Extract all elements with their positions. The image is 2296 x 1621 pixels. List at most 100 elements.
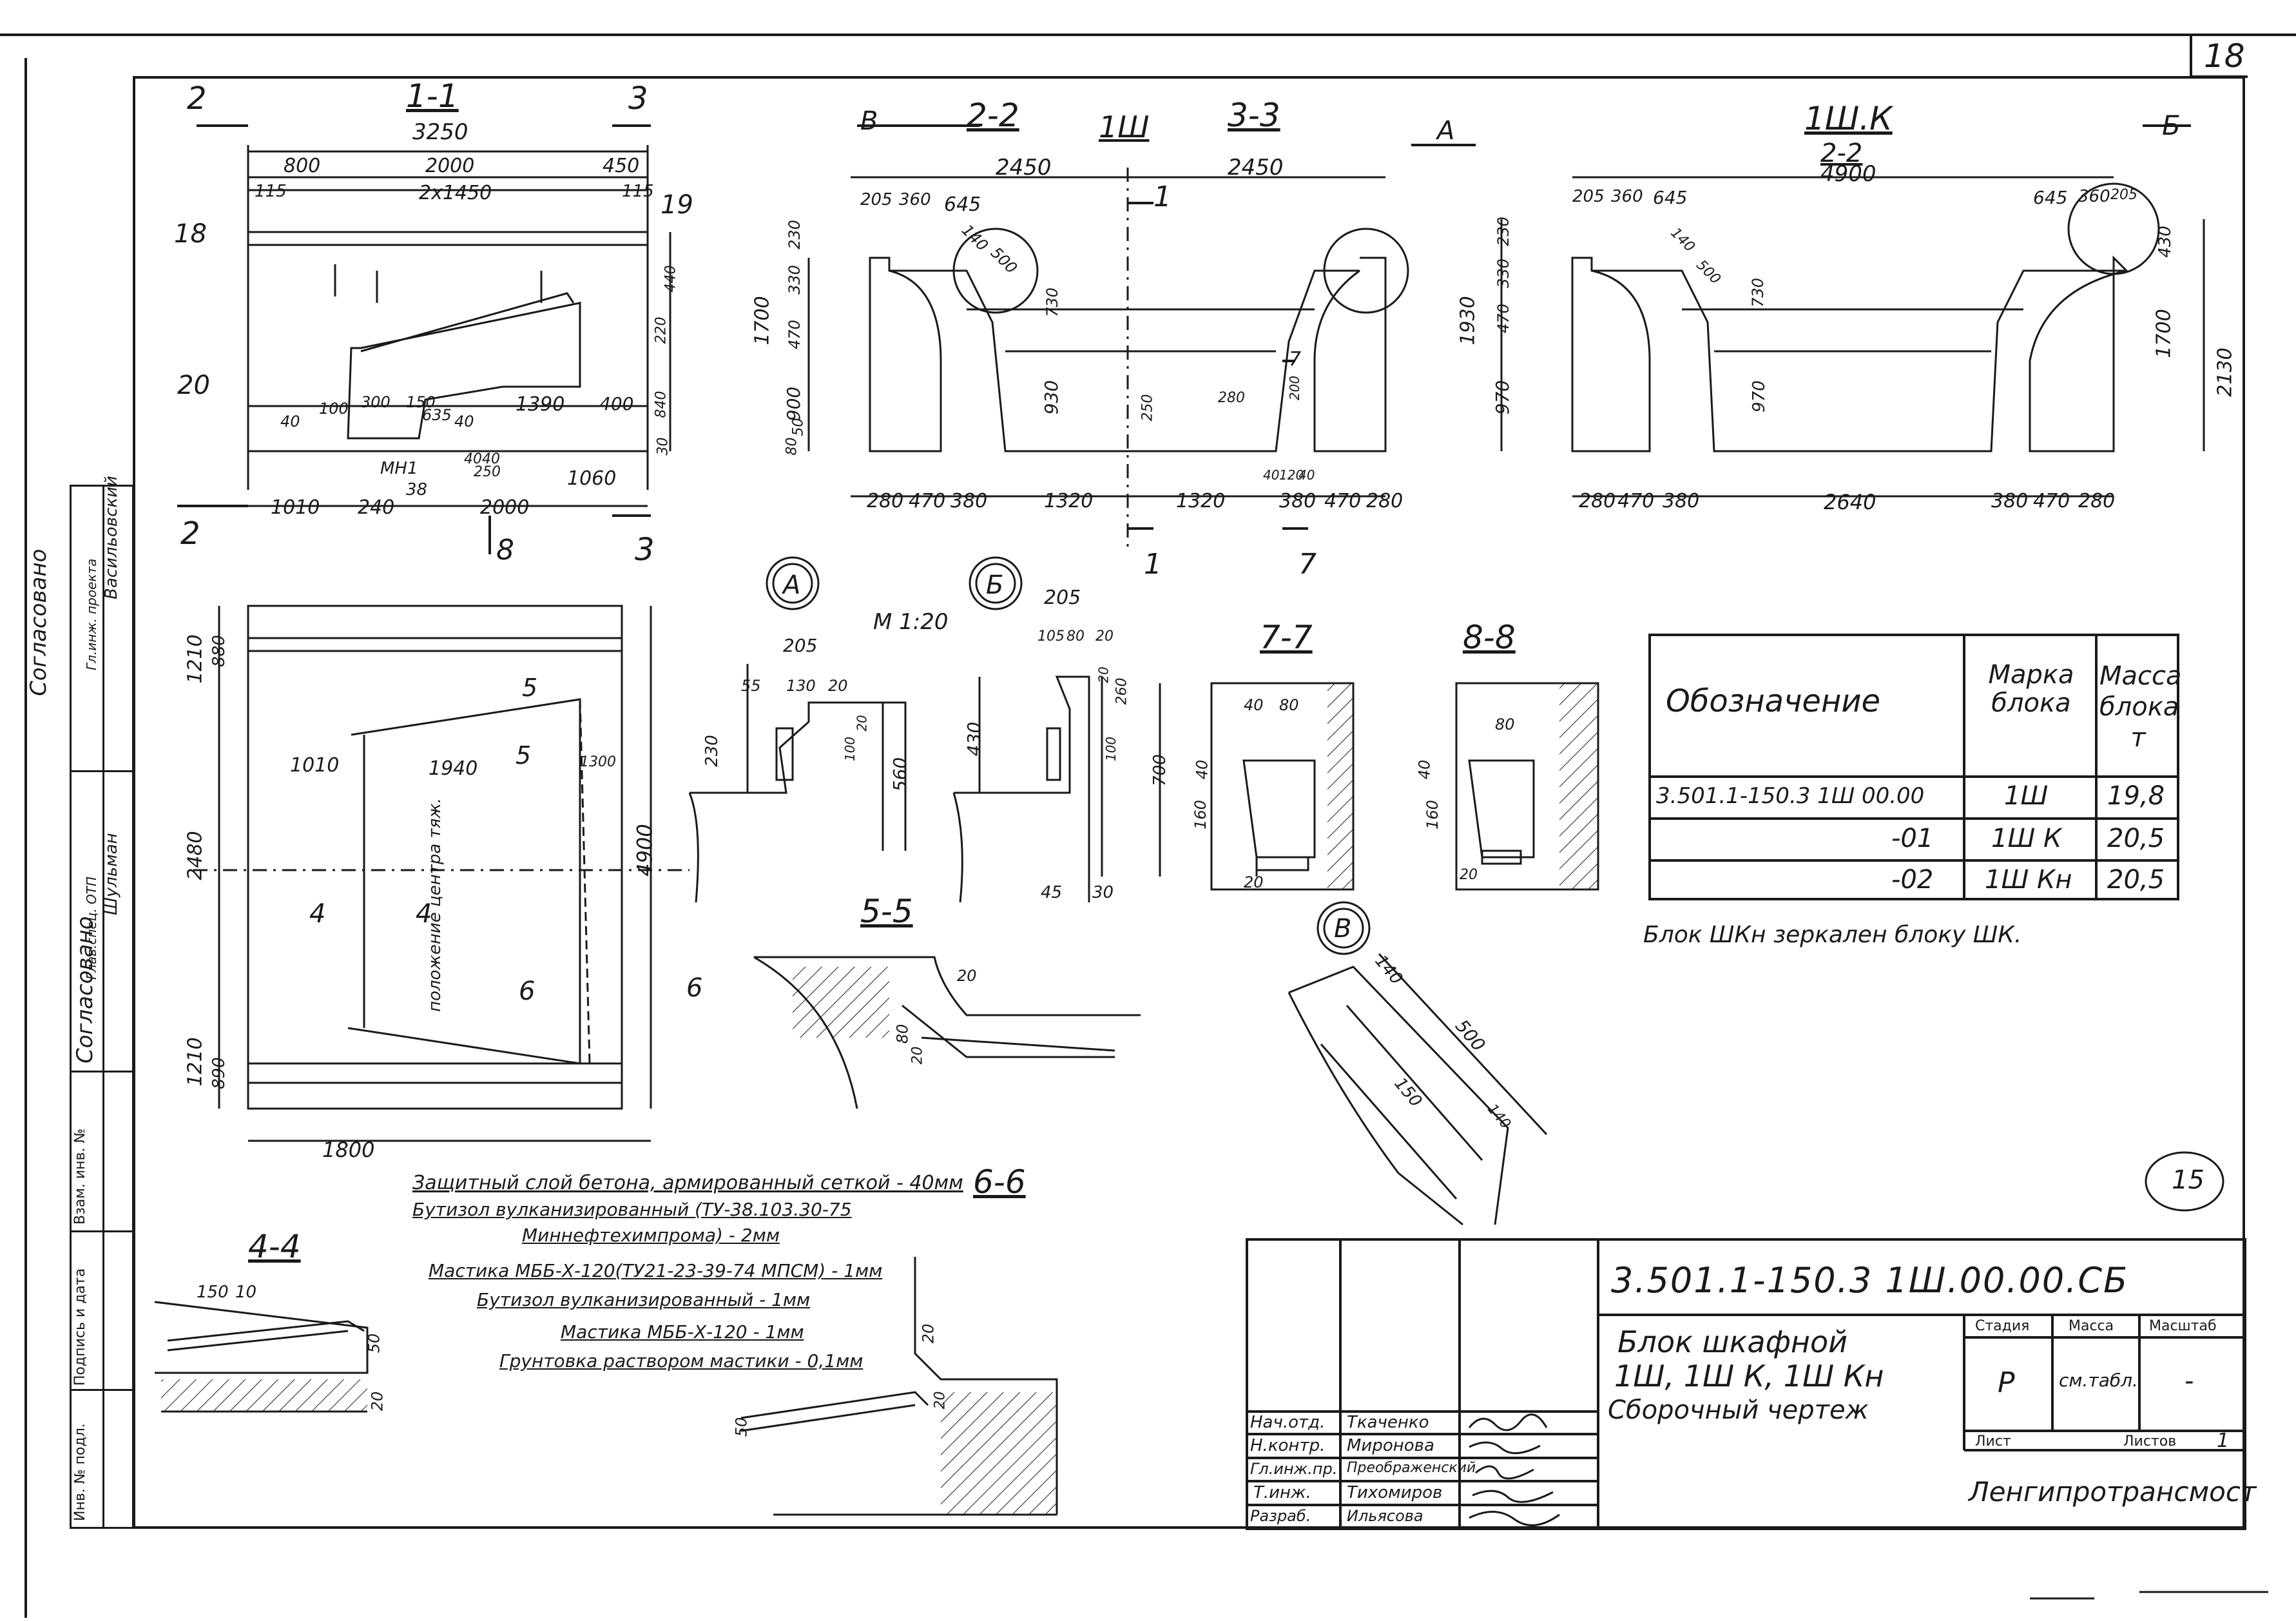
callout-a: А [1437,116,1455,146]
title-line-2: 1Ш, 1Ш К, 1Ш Кн [1614,1359,1884,1393]
section-7-7-title: 7-7 [1260,619,1313,656]
sheets-value: 1 [2217,1430,2230,1452]
detail-b-dim-260: 260 [1114,677,1130,705]
dim-900: 900 [783,386,805,422]
shk-dim-430: 430 [2155,226,2175,258]
organization: Ленгипротрансмост [1969,1476,2257,1508]
dim-250: 250 [474,464,501,480]
mass-label: Масса [2069,1318,2114,1334]
plan-cut-6-inner: 6 [519,976,535,1006]
shk-dim-b-380-l: 380 [1663,490,1700,512]
detail-b-callout: Б [986,570,1004,600]
signer-3-name: Преображенский [1347,1460,1476,1476]
spec-table-frame [1648,634,2179,900]
dim-115-right: 115 [622,182,654,201]
section-1shk-title: 1Ш.К [1804,100,1893,137]
detail-b-dim-105: 105 [1037,628,1065,645]
sheet-number: 18 [2204,37,2245,75]
spec-header-mark: Марка блока [1988,660,2074,718]
shk-dim-2130: 2130 [2214,347,2237,397]
sheet-label: Лист [1975,1433,2011,1450]
spec-row-2-mark: 1Ш К [1991,824,2062,853]
shk-dim-205-r: 205 [2110,187,2137,203]
dim-2000-top: 2000 [425,155,475,177]
dim-150: 150 [406,393,436,411]
dim-b-280-2: 280 [1366,490,1404,512]
spec-row-3-mass: 20,5 [2107,865,2165,895]
dim-220-right: 220 [653,316,670,344]
stage-value: Р [1998,1366,2015,1399]
plan-cut-4-left: 4 [309,899,326,929]
spec-note: Блок ШКн зеркален блоку ШК. [1643,922,2022,948]
dim-800: 800 [284,155,321,177]
shk-dim-b-280-r: 280 [2078,490,2116,512]
s55-dim-80: 80 [893,1024,912,1044]
position-18: 18 [174,219,207,249]
detail-a-dim-130: 130 [786,677,816,695]
dim-b-280-1: 280 [867,490,904,512]
dim-b-380-1: 380 [950,490,988,512]
s88-dim-40: 40 [1415,759,1434,780]
shk-dim-730: 730 [1748,278,1767,307]
cut-mark-7-bottom: 7 [1298,548,1317,581]
signer-1-role: Нач.отд. [1250,1413,1326,1432]
layer-2: Бутизол вулканизированный (ТУ-38.103.30-… [412,1199,852,1220]
dim-3250: 3250 [412,119,468,145]
detail-b-dim-45: 45 [1041,883,1063,902]
shk-dim-470: 470 [1494,304,1512,333]
plan-dim-890: 890 [209,1057,229,1089]
detail-b-dim-100: 100 [1103,736,1119,762]
sheets-label: Листов [2123,1433,2177,1450]
scale-label: Масштаб [2149,1318,2217,1334]
detail-a-scale: М 1:20 [873,609,949,635]
doc-code: 3.501.1-150.3 1Ш.00.00.СБ [1611,1260,2129,1301]
plan-dim-1800: 1800 [322,1138,375,1162]
s44-dim-50: 50 [365,1333,383,1354]
dim-300: 300 [361,393,391,411]
s44-dim-150: 150 [197,1283,229,1302]
s55-dim-20b: 20 [909,1046,926,1065]
dim-b-470-1: 470 [909,490,946,512]
drawing-frame [133,76,2245,1529]
plan-drawing [193,605,690,1142]
callout-v: В [860,106,878,136]
cut-mark-8: 8 [496,534,514,567]
plan-cut-5-top: 5 [522,674,538,702]
dim-b-1320-1: 1320 [1044,490,1094,512]
layer-3: Миннефтехимпрома) - 2мм [522,1225,780,1246]
spec-row-3-designation: -02 [1891,865,1934,895]
scale-value: - [2185,1366,2194,1396]
shk-dim-230: 230 [1494,217,1512,246]
dim-50: 50 [790,418,807,436]
spec-row-1-designation: 3.501.1-150.3 1Ш 00.00 [1656,783,1925,809]
side-stamp [70,485,134,1529]
dim-40-mid: 40 [454,413,474,431]
layer-1: Защитный слой бетона, армированный сетко… [412,1172,963,1194]
spec-row-2-mass: 20,5 [2107,824,2165,853]
dim-840-right: 840 [653,391,670,418]
plan-cut-4-right: 4 [416,899,432,929]
detail-a-drawing [688,664,907,903]
detail-v-callout: В [1334,914,1352,944]
cut-mark-1-bottom: 1 [1144,548,1162,581]
dim-360: 360 [899,190,931,209]
callout-b: Б [2162,110,2181,141]
top-rule [0,34,2296,36]
dim-38: 38 [406,480,428,500]
plan-cog-note: положение центра тяж. [425,797,445,1012]
dim-1700: 1700 [751,296,774,345]
s66-dim-20b: 20 [932,1391,949,1410]
dim-4040: 4040 [464,451,500,467]
section-1sh-title: 1Ш [1099,110,1150,144]
s77-dim-20: 20 [1244,873,1264,891]
s77-dim-40: 40 [1244,696,1264,714]
cut-mark-3-top: 3 [628,81,648,117]
shk-dim-1930: 1930 [1456,296,1480,345]
detail-a-dim-20: 20 [828,677,848,695]
spec-row-2-designation: -01 [1891,824,1934,853]
detail-a-dim-205: 205 [783,635,818,656]
dim-930: 930 [1041,380,1063,415]
plan-cut-5-bottom: 5 [516,741,532,770]
signer-5-role: Разраб. [1250,1507,1311,1525]
cut-mark-2-top: 2 [187,81,207,117]
